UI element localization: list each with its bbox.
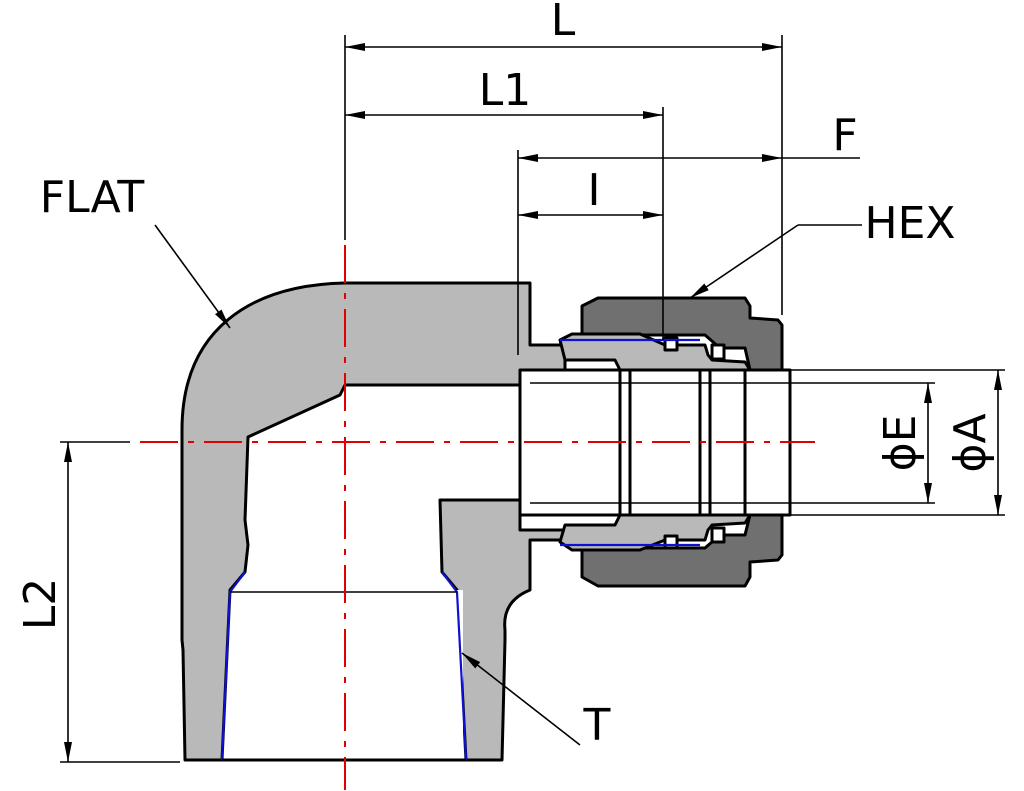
bore-opening — [248, 590, 463, 760]
elbow-branch — [438, 498, 567, 762]
label-T: T — [583, 700, 611, 751]
ferrule-bottom — [558, 513, 752, 552]
leader-HEX — [689, 224, 799, 299]
label-A: ϕA — [945, 413, 996, 472]
hex-nut-top — [580, 296, 784, 372]
label-L: L — [551, 0, 576, 46]
label-F: F — [832, 110, 857, 161]
label-I: I — [588, 165, 601, 216]
leader-T — [461, 652, 581, 746]
hex-nut-bottom — [580, 513, 784, 588]
front-ferrule-bottom — [663, 534, 679, 550]
label-E: ϕE — [875, 415, 926, 472]
label-FLAT: FLAT — [40, 172, 145, 223]
label-L1: L1 — [479, 65, 532, 116]
back-ferrule-top — [710, 343, 726, 361]
back-ferrule-bottom — [710, 526, 726, 544]
label-HEX: HEX — [864, 198, 955, 249]
elbow-body — [180, 281, 567, 762]
label-L2: L2 — [15, 578, 66, 631]
leader-FLAT — [154, 224, 231, 329]
